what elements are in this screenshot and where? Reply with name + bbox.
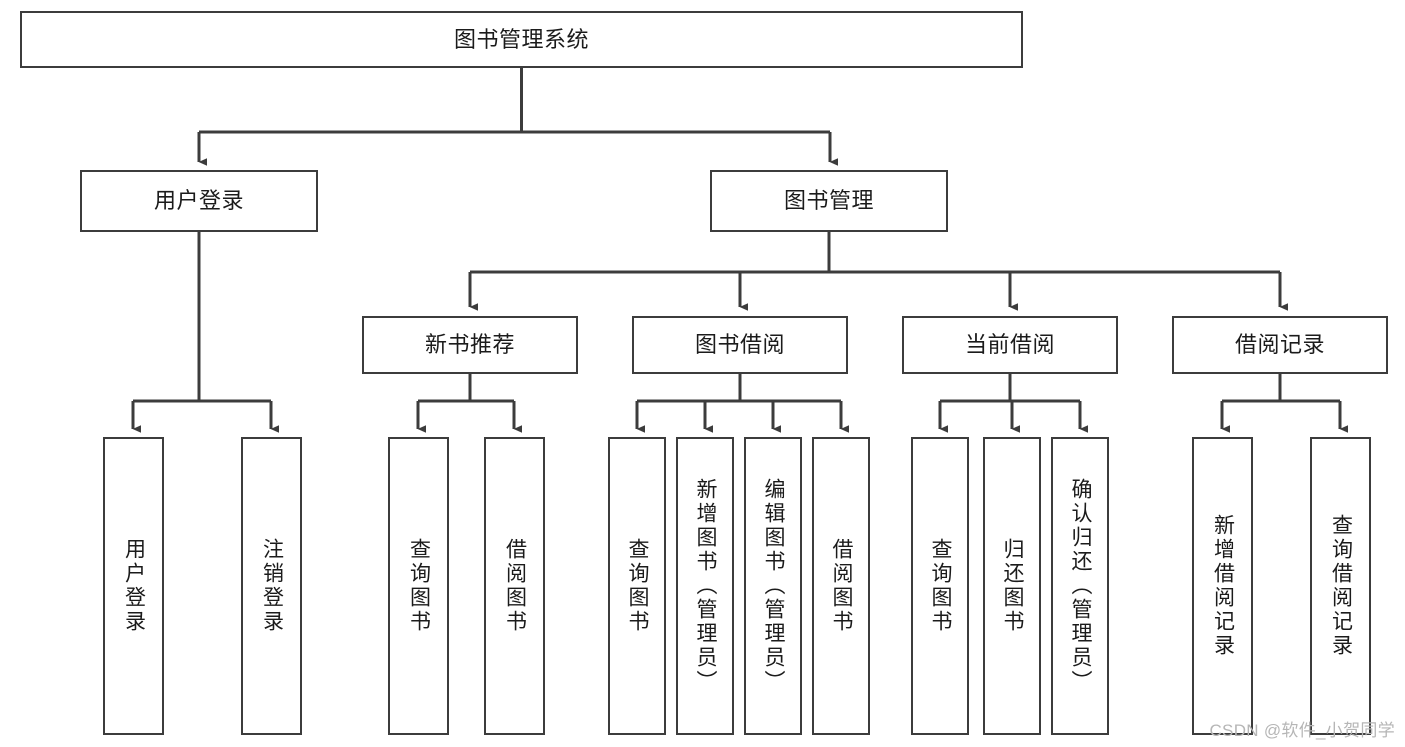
leaf-query-book-rec[interactable]: 查询图书 (388, 437, 449, 735)
leaf-borrow-book-label: 借阅图书 (830, 538, 854, 634)
leaf-confirm-return[interactable]: 确认归还（管理员） (1051, 437, 1109, 735)
node-current-borrow[interactable]: 当前借阅 (902, 316, 1118, 374)
node-borrow-record[interactable]: 借阅记录 (1172, 316, 1388, 374)
node-root-label: 图书管理系统 (453, 26, 589, 52)
node-borrow-record-label: 借阅记录 (1234, 332, 1325, 358)
node-book-borrow-label: 图书借阅 (694, 332, 785, 358)
leaf-query-book-borrow-label: 查询图书 (626, 538, 650, 634)
csdn-watermark: CSDN @软件_小贺同学 (1209, 721, 1395, 740)
node-new-book-recommend[interactable]: 新书推荐 (362, 316, 578, 374)
node-new-book-recommend-label: 新书推荐 (424, 332, 515, 358)
leaf-logout[interactable]: 注销登录 (241, 437, 302, 735)
leaf-return-book[interactable]: 归还图书 (983, 437, 1041, 735)
node-book-management[interactable]: 图书管理 (710, 170, 948, 232)
leaf-add-book[interactable]: 新增图书（管理员） (676, 437, 734, 735)
leaf-query-book-current[interactable]: 查询图书 (911, 437, 969, 735)
leaf-user-login-label: 用户登录 (122, 538, 146, 634)
leaf-add-book-label: 新增图书（管理员） (694, 478, 718, 694)
leaf-confirm-return-label: 确认归还（管理员） (1069, 478, 1093, 694)
node-user-login-label: 用户登录 (153, 188, 244, 214)
node-root[interactable]: 图书管理系统 (20, 11, 1023, 68)
node-book-borrow[interactable]: 图书借阅 (632, 316, 848, 374)
leaf-borrow-book-rec-label: 借阅图书 (503, 538, 527, 634)
node-current-borrow-label: 当前借阅 (964, 332, 1055, 358)
leaf-add-borrow-record-label: 新增借阅记录 (1211, 514, 1235, 658)
leaf-edit-book-label: 编辑图书（管理员） (762, 478, 786, 694)
leaf-query-book-current-label: 查询图书 (929, 538, 953, 634)
leaf-query-borrow-record-label: 查询借阅记录 (1329, 514, 1353, 658)
leaf-query-book-rec-label: 查询图书 (407, 538, 431, 634)
node-user-login[interactable]: 用户登录 (80, 170, 318, 232)
leaf-query-book-borrow[interactable]: 查询图书 (608, 437, 666, 735)
node-book-management-label: 图书管理 (783, 188, 874, 214)
leaf-user-login[interactable]: 用户登录 (103, 437, 164, 735)
leaf-borrow-book[interactable]: 借阅图书 (812, 437, 870, 735)
leaf-borrow-book-rec[interactable]: 借阅图书 (484, 437, 545, 735)
leaf-return-book-label: 归还图书 (1001, 538, 1025, 634)
leaf-edit-book[interactable]: 编辑图书（管理员） (744, 437, 802, 735)
leaf-add-borrow-record[interactable]: 新增借阅记录 (1192, 437, 1253, 735)
leaf-logout-label: 注销登录 (260, 538, 284, 634)
leaf-query-borrow-record[interactable]: 查询借阅记录 (1310, 437, 1371, 735)
